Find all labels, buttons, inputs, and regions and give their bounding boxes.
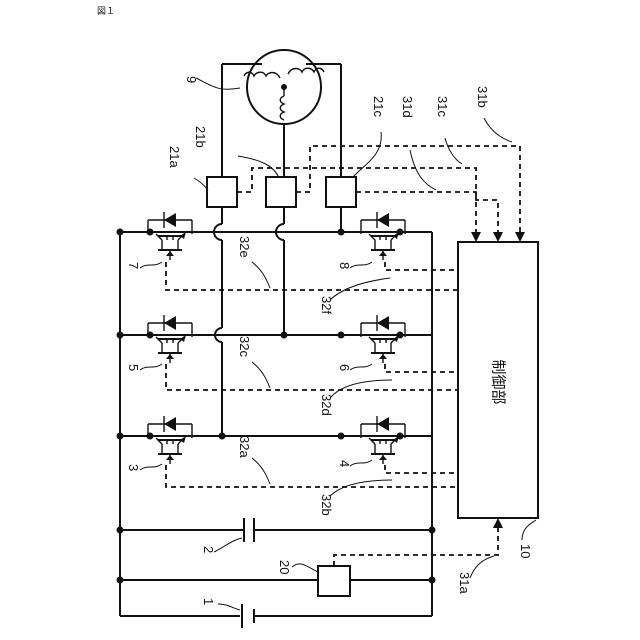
switch-3: [148, 416, 192, 464]
label-8: 8: [337, 262, 352, 269]
label-7: 7: [126, 262, 141, 269]
switch-6: [361, 315, 405, 363]
controller-label: 制御部: [490, 359, 508, 404]
signal-32f: [385, 262, 458, 270]
label-32d: 32d: [319, 394, 334, 416]
current-sensor-21a: [207, 177, 237, 207]
signal-32a: [166, 465, 458, 487]
label-32f: 32f: [319, 296, 334, 314]
signal-32b: [385, 465, 458, 473]
label-5: 5: [126, 364, 141, 371]
label-32c: 32c: [237, 336, 252, 357]
label-31d: 31d: [400, 96, 415, 118]
label-31c: 31c: [435, 96, 450, 117]
label-2: 2: [201, 546, 216, 553]
label-32b: 32b: [319, 494, 334, 516]
switch-4: [361, 416, 405, 464]
label-20: 20: [277, 560, 292, 574]
label-31a: 31a: [457, 572, 472, 594]
label-6: 6: [337, 364, 352, 371]
label-21c: 21c: [371, 96, 386, 117]
voltage-sensor-20: [318, 566, 350, 596]
label-9: 9: [184, 76, 199, 83]
label-1: 1: [201, 598, 216, 605]
label-21b: 21b: [193, 126, 208, 148]
current-sensor-21c: [326, 177, 356, 207]
label-4: 4: [337, 460, 352, 467]
label-32a: 32a: [237, 436, 252, 458]
switch-5: [148, 315, 192, 363]
label-31b: 31b: [475, 86, 490, 108]
label-32e: 32e: [237, 236, 252, 258]
current-sensor-21b: [266, 177, 296, 207]
signal-31a: [334, 526, 498, 566]
signal-32e: [166, 262, 458, 290]
switch-7: [148, 212, 192, 260]
label-3: 3: [126, 464, 141, 471]
switch-8: [361, 212, 405, 260]
label-21a: 21a: [167, 146, 182, 168]
label-10: 10: [518, 544, 533, 558]
signal-32d: [385, 364, 458, 372]
signal-32c: [166, 364, 458, 390]
figure-label: 図１: [97, 6, 115, 17]
